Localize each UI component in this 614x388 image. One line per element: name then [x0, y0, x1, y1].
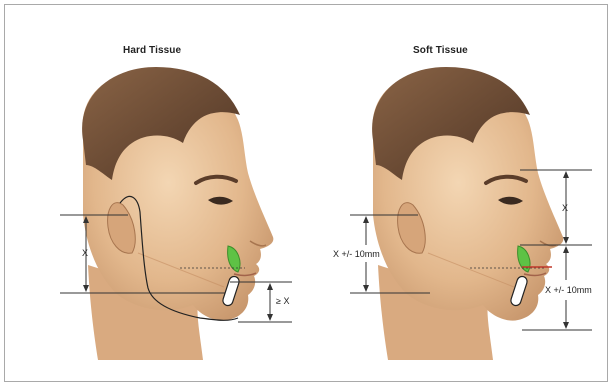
hard-upper-label: X [82, 248, 88, 258]
soft-tissue-panel [350, 67, 592, 360]
soft-upper-label: X [562, 203, 568, 213]
hard-tissue-panel [60, 67, 292, 360]
lower-arrow-bottom [267, 314, 273, 321]
soft-left-label: X +/- 10mm [333, 249, 380, 259]
soft-tissue-title: Soft Tissue [413, 45, 468, 56]
hard-tissue-title: Hard Tissue [123, 45, 181, 56]
hard-lower-label: ≥ X [276, 296, 289, 306]
hard-tissue-head [82, 67, 273, 360]
soft-tissue-head [372, 67, 563, 360]
lower-arrow-top [267, 283, 273, 290]
soft-lower-label: X +/- 10mm [545, 285, 592, 295]
upper-arrow-bottom [83, 285, 89, 292]
